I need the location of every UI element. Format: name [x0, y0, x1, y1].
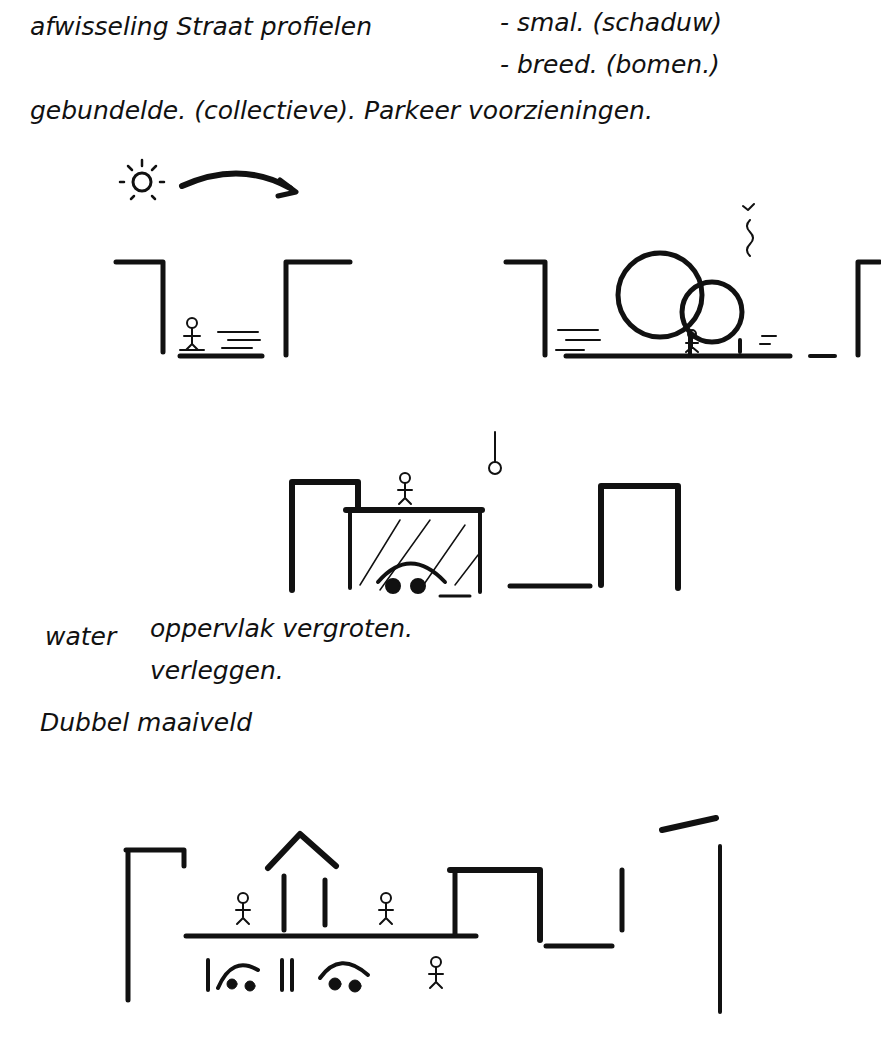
handwritten-note: verleggen.: [150, 656, 284, 686]
handwritten-note: afwisseling Straat profielen: [30, 12, 372, 42]
handwritten-note: Dubbel maaiveld: [40, 708, 252, 738]
handwritten-note: gebundelde. (collectieve). Parkeer voorz…: [30, 96, 653, 126]
parking-sketch: [292, 432, 678, 596]
double-ground-sketch: [126, 818, 720, 1012]
narrow-street-sketch: [116, 160, 350, 356]
handwritten-note: oppervlak vergroten.: [150, 614, 413, 644]
wide-street-sketch: [506, 204, 880, 356]
handwritten-note: water: [45, 622, 116, 652]
handwritten-note: - smal. (schaduw): [500, 8, 722, 38]
handwritten-note: - breed. (bomen.): [500, 50, 720, 80]
